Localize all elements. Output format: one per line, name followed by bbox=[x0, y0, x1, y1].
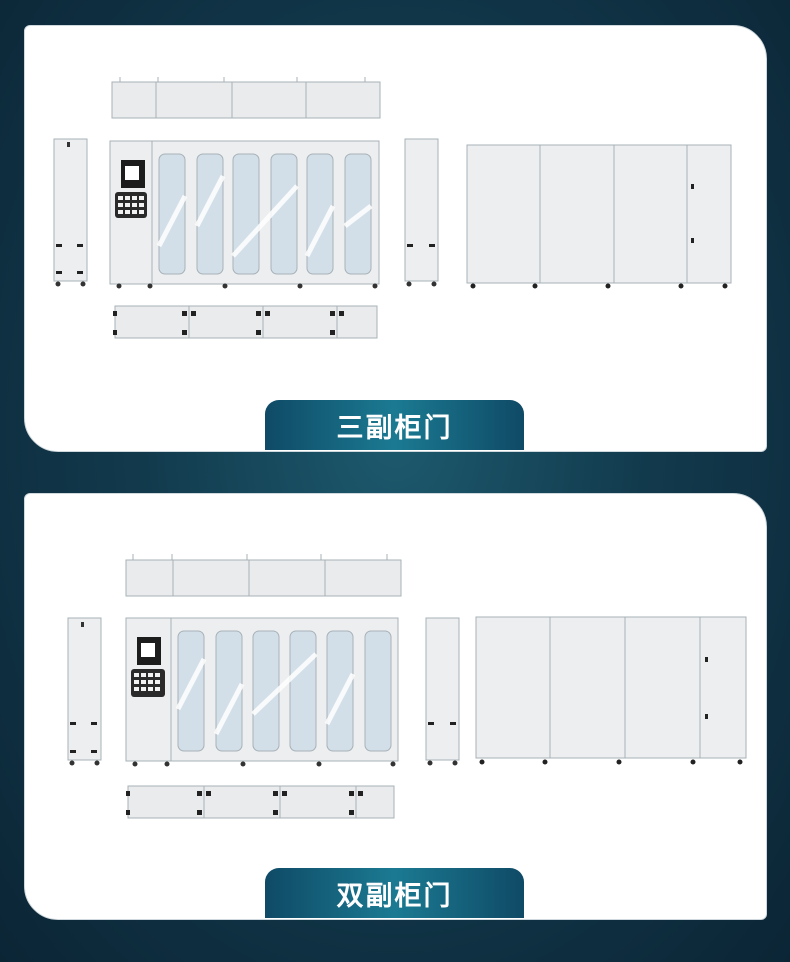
left-side-panel bbox=[53, 138, 88, 287]
cabinet-exploded-view-illustration bbox=[53, 77, 439, 339]
base-panels bbox=[126, 785, 395, 819]
product-panel-two-door bbox=[24, 493, 767, 920]
cabinet-assembled-back-illustration bbox=[475, 616, 747, 765]
front-cabinet-with-doors bbox=[125, 617, 399, 767]
product-panel-three-door bbox=[24, 25, 767, 452]
cabinet-assembled-back-illustration bbox=[466, 144, 732, 289]
front-cabinet-with-doors bbox=[109, 140, 380, 289]
section-caption-two-door: 双副柜门 bbox=[265, 868, 524, 918]
right-side-panel bbox=[404, 138, 439, 287]
top-canopy-panels bbox=[125, 554, 402, 597]
section-caption-three-door: 三副柜门 bbox=[265, 400, 524, 450]
cabinet-exploded-view-illustration bbox=[67, 554, 460, 819]
left-side-panel bbox=[67, 617, 102, 766]
base-panels bbox=[113, 305, 378, 339]
right-side-panel bbox=[425, 617, 460, 766]
top-canopy-panels bbox=[111, 77, 381, 119]
